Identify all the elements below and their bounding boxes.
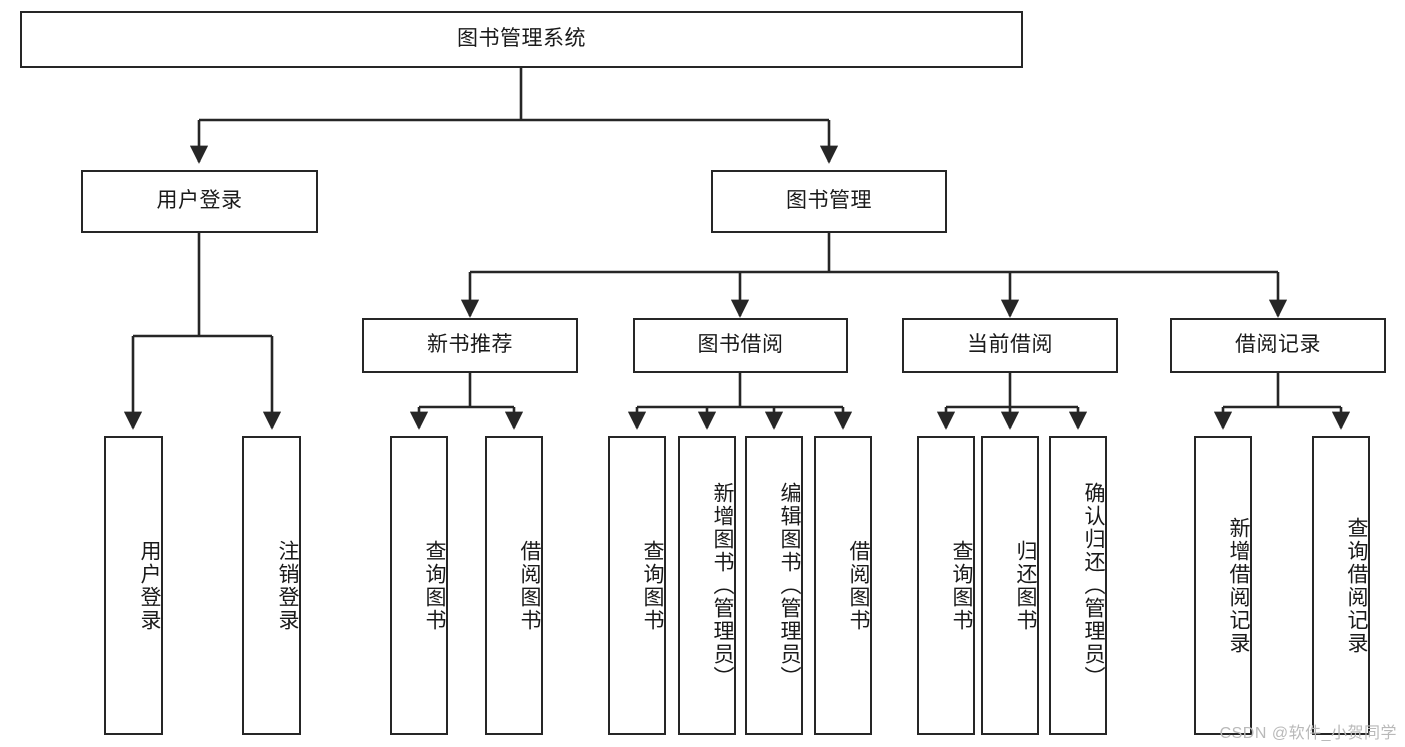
node-user-login-label: 用户登录 [156, 189, 243, 213]
leaf-new-book-borrow-book[interactable]: 借阅图书 [485, 436, 543, 735]
leaf-label: 确认归还（管理员） [1082, 482, 1105, 689]
leaf-borrow-records-add-record[interactable]: 新增借阅记录 [1194, 436, 1252, 735]
node-current-borrow-label: 当前借阅 [967, 333, 1053, 357]
leaf-label: 查询图书 [641, 539, 664, 632]
leaf-current-borrow-return-book[interactable]: 归还图书 [981, 436, 1039, 735]
node-book-borrow-label: 图书借阅 [697, 333, 784, 357]
node-root-label: 图书管理系统 [457, 27, 586, 51]
node-root-book-management-system[interactable]: 图书管理系统 [20, 11, 1023, 68]
node-current-borrow[interactable]: 当前借阅 [902, 318, 1118, 373]
leaf-book-borrow-add-book-admin[interactable]: 新增图书（管理员） [678, 436, 736, 735]
leaf-label: 查询借阅记录 [1345, 516, 1368, 655]
leaf-user-login-logout[interactable]: 注销登录 [242, 436, 301, 735]
leaf-label: 归还图书 [1014, 539, 1037, 632]
node-user-login[interactable]: 用户登录 [81, 170, 318, 233]
leaf-label: 新增借阅记录 [1227, 516, 1250, 655]
leaf-label: 借阅图书 [518, 539, 541, 632]
leaf-label: 借阅图书 [847, 539, 870, 632]
leaf-current-borrow-query-book[interactable]: 查询图书 [917, 436, 975, 735]
leaf-current-borrow-confirm-return-admin[interactable]: 确认归还（管理员） [1049, 436, 1107, 735]
leaf-label: 注销登录 [276, 539, 299, 632]
node-book-borrow[interactable]: 图书借阅 [633, 318, 848, 373]
leaf-label: 查询图书 [423, 539, 446, 632]
leaf-book-borrow-edit-book-admin[interactable]: 编辑图书（管理员） [745, 436, 803, 735]
leaf-new-book-query-book[interactable]: 查询图书 [390, 436, 448, 735]
leaf-label: 编辑图书（管理员） [778, 482, 801, 689]
node-new-book-recommend-label: 新书推荐 [427, 333, 513, 357]
leaf-label: 新增图书（管理员） [711, 482, 734, 689]
node-borrow-records-label: 借阅记录 [1235, 333, 1321, 357]
leaf-user-login-login[interactable]: 用户登录 [104, 436, 163, 735]
leaf-borrow-records-query-record[interactable]: 查询借阅记录 [1312, 436, 1370, 735]
leaf-book-borrow-borrow-book[interactable]: 借阅图书 [814, 436, 872, 735]
node-borrow-records[interactable]: 借阅记录 [1170, 318, 1386, 373]
node-new-book-recommend[interactable]: 新书推荐 [362, 318, 578, 373]
node-book-management-label: 图书管理 [786, 189, 872, 213]
leaf-book-borrow-query-book[interactable]: 查询图书 [608, 436, 666, 735]
node-book-management[interactable]: 图书管理 [711, 170, 947, 233]
leaf-label: 查询图书 [950, 539, 973, 632]
leaf-label: 用户登录 [138, 539, 161, 632]
